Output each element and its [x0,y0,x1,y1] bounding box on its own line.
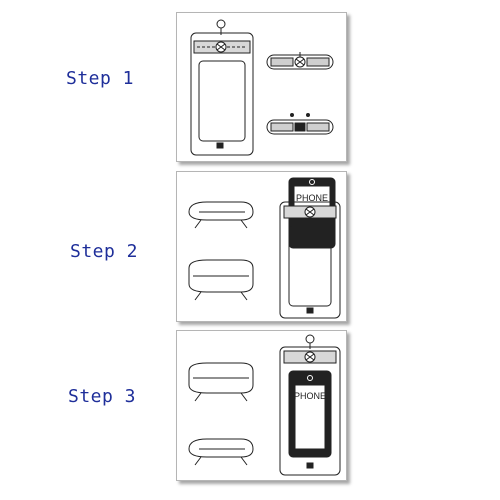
waterproof-pouch-open [190,19,254,156]
clip-open [188,259,254,301]
step-1-illustration [190,19,334,156]
step-1-panel [176,12,347,162]
phone-label-step-2: PHONE [296,193,328,203]
clip-locked [188,438,254,466]
waterproof-pouch [279,201,341,319]
step-3-label: Step 3 [68,386,137,407]
step-2-panel: PHONE [176,171,347,322]
step-2-label: Step 2 [70,241,139,262]
step-1-label: Step 1 [66,68,135,89]
step-3-illustration: PHONE [188,334,341,476]
step-2-illustration: PHONE [188,177,341,319]
clip-closed [188,201,254,229]
clip-sliding [188,362,254,402]
phone-label-step-3: PHONE [294,391,326,401]
seal-lock-open [266,52,334,70]
waterproof-pouch-sealed [279,334,341,476]
seal-lock-closed [266,113,334,135]
step-3-panel: PHONE [176,330,347,481]
